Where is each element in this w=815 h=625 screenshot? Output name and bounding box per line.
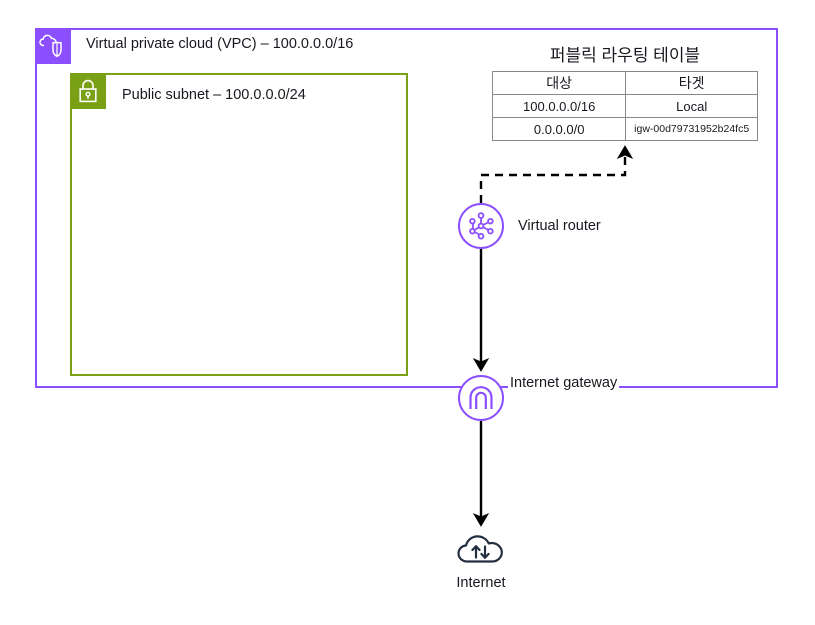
public-subnet-label: Public subnet – 100.0.0.0/24 [122, 87, 306, 103]
public-route-table: 대상 타겟 100.0.0.0/16 Local 0.0.0.0/0 igw-0… [491, 71, 758, 141]
route-table-header-row: 대상 타겟 [491, 71, 758, 95]
internet-gateway-label: Internet gateway [508, 375, 620, 391]
vpc-label: Virtual private cloud (VPC) – 100.0.0.0/… [86, 36, 354, 52]
internet-cloud-icon [455, 530, 507, 570]
route-table-header-destination: 대상 [491, 71, 627, 95]
internet-label: Internet [456, 575, 506, 591]
public-subnet-container [70, 73, 408, 376]
vpc-container [35, 28, 778, 388]
vpc-cloud-shield-icon [35, 28, 71, 64]
virtual-router-icon [458, 203, 504, 249]
table-row: 0.0.0.0/0 igw-00d79731952b24fc5 [491, 117, 758, 141]
route-row-1-destination: 0.0.0.0/0 [491, 117, 627, 141]
route-table-title: 퍼블릭 라우팅 테이블 [549, 46, 701, 65]
table-row: 100.0.0.0/16 Local [491, 94, 758, 118]
route-row-1-target: igw-00d79731952b24fc5 [625, 117, 758, 141]
route-table-header-target: 타겟 [625, 71, 758, 95]
route-row-0-target: Local [625, 94, 758, 118]
virtual-router-label: Virtual router [518, 218, 601, 234]
route-row-0-destination: 100.0.0.0/16 [491, 94, 627, 118]
padlock-icon [70, 73, 106, 109]
internet-gateway-icon [458, 375, 504, 421]
